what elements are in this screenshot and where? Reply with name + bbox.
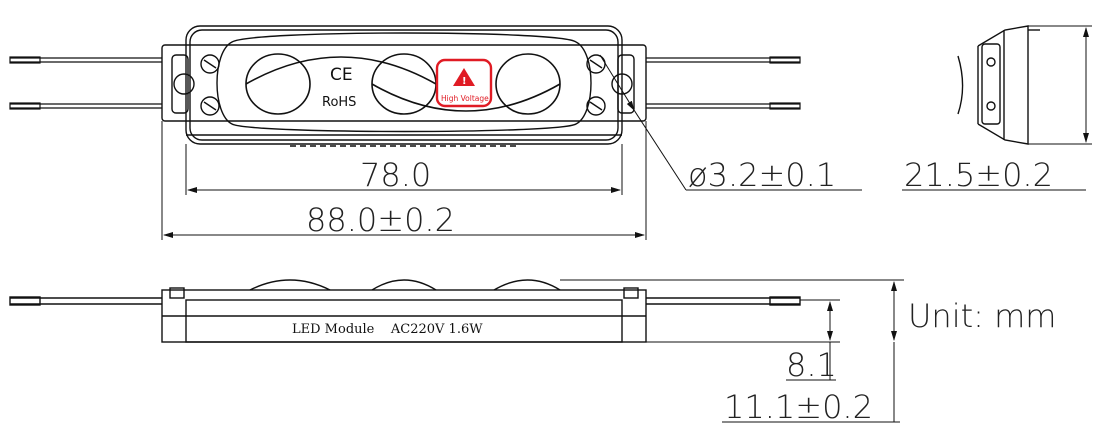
- unit-note: Unit: mm: [908, 297, 1056, 335]
- mounting-hole: [611, 73, 633, 95]
- end-view: [957, 25, 1040, 145]
- dim-inner-length: 78.0: [360, 156, 431, 194]
- dimension-lines: [161, 25, 1092, 423]
- ce-mark: CE: [330, 65, 353, 85]
- dim-width: 21.5±0.2: [904, 156, 1053, 194]
- rohs-mark: RoHS: [322, 95, 356, 110]
- module-housing: [161, 25, 647, 147]
- side-label: LED Module AC220V 1.6W: [292, 322, 483, 337]
- lens-left: [245, 53, 311, 115]
- lens-center: [371, 53, 437, 115]
- mount-right: [586, 54, 635, 116]
- left-wires: [9, 56, 162, 110]
- dim-body-height: 8.1: [786, 346, 837, 384]
- side-view: [9, 279, 801, 343]
- high-voltage-text: High Voltage: [441, 94, 489, 103]
- svg-text:!: !: [462, 76, 467, 87]
- dim-total-length: 88.0±0.2: [306, 201, 455, 239]
- dim-total-height: 11.1±0.2: [724, 388, 873, 426]
- top-view: CE RoHS ! High Voltage: [9, 25, 801, 147]
- right-wires: [646, 56, 801, 110]
- warning-triangle-icon: [453, 68, 475, 86]
- lens-right: [495, 53, 561, 115]
- lens-row: [245, 53, 561, 115]
- mount-left: [171, 54, 220, 116]
- dim-hole-diameter: ø3.2±0.1: [688, 156, 836, 194]
- high-voltage-label: ! High Voltage: [435, 58, 493, 108]
